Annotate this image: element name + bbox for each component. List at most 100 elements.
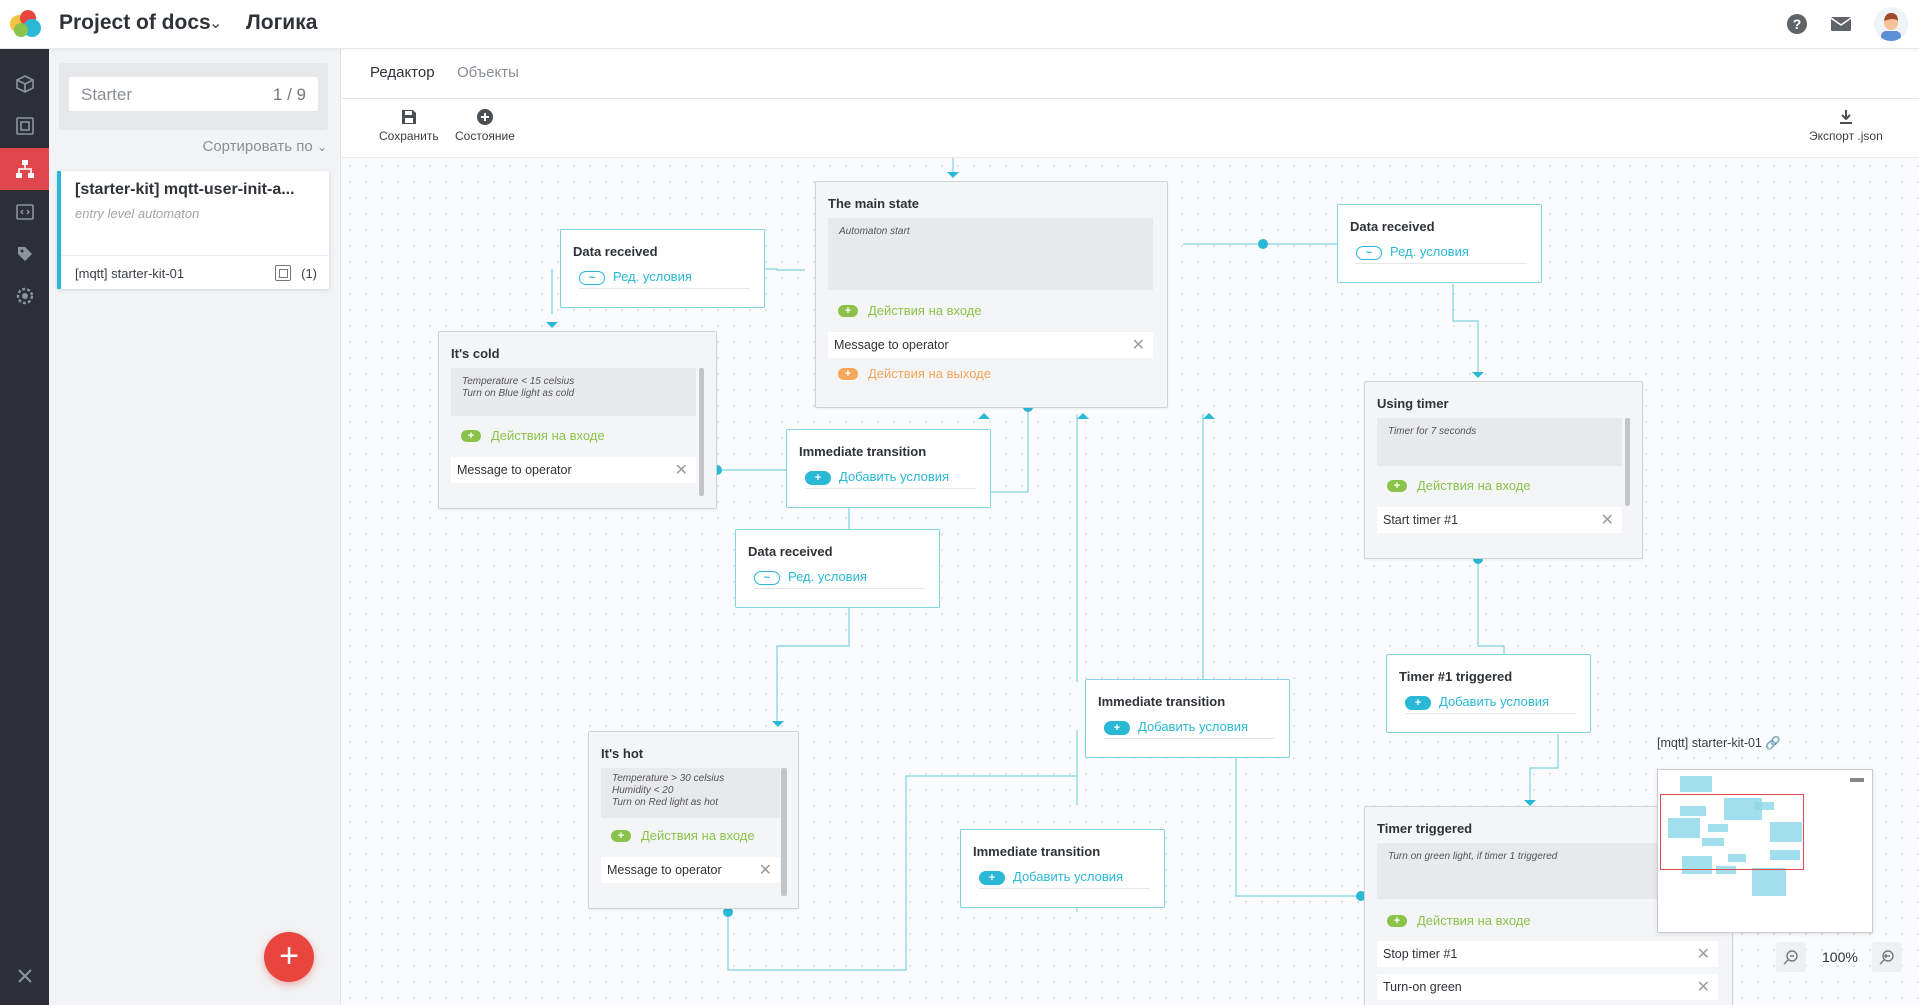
entry-actions-button[interactable]: +Действия на входе	[461, 428, 605, 443]
close-icon[interactable]: ✕	[1600, 512, 1614, 529]
transition-timer-triggered[interactable]: Timer #1 triggered +Добавить условия	[1386, 654, 1591, 733]
state-main[interactable]: The main state Automaton start +Действия…	[815, 181, 1168, 408]
search-input[interactable]: Starter 1 / 9	[69, 77, 318, 111]
transition-data-received[interactable]: Data received ~Ред. условия	[735, 529, 940, 608]
scrollbar[interactable]	[781, 768, 787, 896]
plus-icon: +	[838, 305, 858, 317]
minimap-block	[1724, 798, 1762, 820]
tab-editor[interactable]: Редактор	[370, 64, 435, 81]
action-row[interactable]: Turn-on green✕	[1377, 974, 1718, 1000]
nav-logic-icon[interactable]	[0, 148, 49, 190]
minimize-icon[interactable]	[1850, 778, 1864, 782]
transition-data-received[interactable]: Data received ~Ред. условия	[1337, 204, 1542, 283]
entry-actions-button[interactable]: +Действия на входе	[1387, 478, 1531, 493]
automaton-card[interactable]: [starter-kit] mqtt-user-init-a... entry …	[57, 171, 329, 289]
edit-conditions-button[interactable]: ~Ред. условия	[754, 569, 925, 589]
entry-actions-button[interactable]: + Действия на входе	[838, 303, 982, 318]
page-title: Логика	[246, 11, 318, 34]
action-row[interactable]: Message to operator✕	[601, 857, 780, 883]
minimap-block	[1770, 850, 1800, 860]
state-title: Using timer	[1377, 396, 1449, 411]
search-container: Starter 1 / 9	[59, 63, 328, 130]
save-icon	[401, 110, 416, 124]
transition-immediate[interactable]: Immediate transition +Добавить условия	[786, 429, 991, 508]
plus-icon: +	[838, 368, 858, 380]
minimap-block	[1680, 776, 1712, 792]
nav-code-icon[interactable]	[0, 191, 49, 233]
minimap-block	[1716, 866, 1736, 874]
plus-icon: +	[1104, 721, 1130, 735]
state-cold[interactable]: It's cold Temperature < 15 celsius Turn …	[438, 331, 717, 509]
search-count: 1 / 9	[272, 85, 306, 104]
state-using-timer[interactable]: Using timer Timer for 7 seconds +Действи…	[1364, 381, 1643, 559]
tab-objects[interactable]: Объекты	[457, 64, 519, 81]
minimap[interactable]	[1657, 769, 1873, 933]
zoom-in-button[interactable]	[1872, 942, 1902, 972]
transition-immediate[interactable]: Immediate transition +Добавить условия	[960, 829, 1165, 908]
plus-circle-icon	[476, 109, 493, 125]
tools-icon[interactable]	[0, 955, 49, 997]
add-automaton-button[interactable]: +	[264, 932, 314, 982]
plus-icon: +	[611, 830, 631, 842]
zoom-out-icon	[1783, 950, 1798, 965]
state-hot[interactable]: It's hot Temperature > 30 celsius Humidi…	[588, 731, 799, 909]
add-conditions-button[interactable]: +Добавить условия	[1104, 719, 1275, 739]
close-icon[interactable]: ✕	[1696, 946, 1710, 963]
add-state-button[interactable]: Состояние	[455, 108, 515, 143]
automaton-list-panel: Starter 1 / 9 Сортировать по ⌄ [starter-…	[49, 49, 341, 1005]
exit-actions-button[interactable]: +Действия на выходе	[838, 366, 991, 381]
action-row[interactable]: Message to operator✕	[828, 332, 1153, 358]
add-conditions-button[interactable]: +Добавить условия	[805, 469, 976, 489]
nav-settings-icon[interactable]	[0, 275, 49, 317]
download-icon	[1839, 110, 1852, 124]
edit-conditions-label: Ред. условия	[788, 569, 867, 584]
entry-actions-label: Действия на входе	[868, 303, 982, 318]
transition-data-received[interactable]: Data received ~Ред. условия	[560, 229, 765, 308]
action-row[interactable]: Start timer #1✕	[1377, 507, 1622, 533]
export-json-button[interactable]: Экспорт .json	[1809, 108, 1883, 143]
app-logo-icon[interactable]	[6, 8, 46, 40]
zoom-out-button[interactable]	[1776, 942, 1806, 972]
edit-conditions-label: Ред. условия	[613, 269, 692, 284]
logic-canvas[interactable]: The main state Automaton start +Действия…	[342, 158, 1919, 1005]
action-row[interactable]: Message to operator✕	[451, 457, 696, 483]
state-description: Automaton start	[828, 218, 1153, 290]
minimap-viewport[interactable]	[1660, 794, 1804, 870]
close-icon[interactable]: ✕	[758, 862, 772, 879]
minimap-block	[1754, 802, 1774, 810]
entry-actions-button[interactable]: +Действия на входе	[611, 828, 755, 843]
minimap-block	[1708, 824, 1728, 832]
nav-tags-icon[interactable]	[0, 233, 49, 275]
link-icon[interactable]: 🔗	[1765, 736, 1781, 750]
action-label: Stop timer #1	[1383, 947, 1458, 961]
minimap-device-label: [mqtt] starter-kit-01 🔗	[1657, 736, 1781, 751]
save-button[interactable]: Сохранить	[379, 108, 439, 143]
state-description: Temperature < 15 celsius Turn on Blue li…	[451, 368, 696, 416]
minimap-block	[1770, 822, 1802, 842]
chevron-down-icon[interactable]: ⌄	[209, 15, 223, 32]
add-conditions-button[interactable]: +Добавить условия	[979, 869, 1150, 889]
nav-devices-icon[interactable]	[0, 105, 49, 147]
scrollbar[interactable]	[699, 368, 704, 496]
plus-icon: +	[1405, 696, 1431, 710]
project-name[interactable]: Project of docs	[59, 11, 211, 34]
save-label: Сохранить	[379, 129, 439, 143]
mail-icon[interactable]	[1829, 12, 1853, 36]
action-row[interactable]: Stop timer #1 ✕	[1377, 941, 1718, 967]
automaton-card-subtitle: entry level automaton	[75, 206, 200, 221]
zoom-level: 100%	[1822, 949, 1858, 965]
entry-actions-button[interactable]: +Действия на входе	[1387, 913, 1531, 928]
add-conditions-button[interactable]: +Добавить условия	[1405, 694, 1576, 714]
nav-objects-icon[interactable]	[0, 63, 49, 105]
minimap-block	[1668, 818, 1700, 838]
close-icon[interactable]: ✕	[1696, 979, 1710, 996]
transition-immediate[interactable]: Immediate transition +Добавить условия	[1085, 679, 1290, 758]
avatar[interactable]	[1874, 7, 1908, 41]
edit-conditions-button[interactable]: ~Ред. условия	[579, 269, 750, 289]
edit-conditions-button[interactable]: ~Ред. условия	[1356, 244, 1527, 264]
sort-dropdown[interactable]: Сортировать по ⌄	[203, 138, 328, 155]
close-icon[interactable]: ✕	[1131, 337, 1145, 354]
close-icon[interactable]: ✕	[674, 462, 688, 479]
help-icon[interactable]: ?	[1785, 12, 1809, 36]
scrollbar[interactable]	[1625, 418, 1630, 506]
